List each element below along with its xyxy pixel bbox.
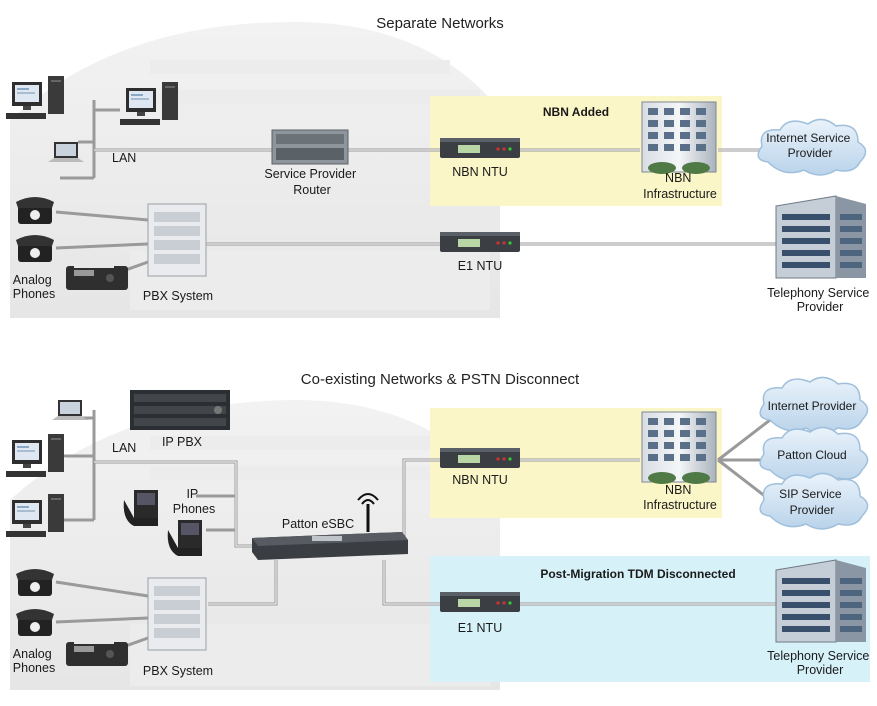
bottom-analog-phones-label: Analog Phones: [13, 647, 55, 675]
nbn-added-title: NBN Added: [543, 105, 609, 119]
top-diagram: NBN Added Separate Networks LAN Service …: [6, 15, 873, 318]
tdm-disconnected-title: Post-Migration TDM Disconnected: [540, 567, 735, 581]
bottom-pbx-label: PBX System: [143, 664, 213, 678]
top-e1-ntu-label: E1 NTU: [458, 259, 502, 273]
bottom-e1-ntu-icon: [440, 592, 520, 612]
top-nbn-ntu-label: NBN NTU: [452, 165, 508, 179]
patton-cloud-label: Patton Cloud: [777, 448, 846, 462]
top-analog-phones-label: Analog Phones: [13, 273, 55, 301]
bottom-lan-label: LAN: [112, 441, 136, 455]
sip-provider-cloud-icon: [759, 472, 869, 530]
bottom-nbn-infrastructure-icon: [641, 411, 717, 485]
telephony-provider-building-icon: [775, 195, 867, 279]
ip-phone-icon: [123, 490, 158, 526]
internet-provider-label: Internet Provider: [768, 399, 857, 413]
desktop-computer-icon: [6, 434, 64, 477]
isp-label: Internet Service Provider: [766, 131, 853, 160]
bottom-nbn-ntu-label: NBN NTU: [452, 473, 508, 487]
analog-phone-icon: [16, 569, 54, 596]
router-label: Service Provider Router: [264, 167, 359, 197]
top-telephony-label: Telephony Service Provider: [767, 286, 873, 314]
bottom-e1-ntu-label: E1 NTU: [458, 621, 502, 635]
analog-phone-icon: [16, 609, 54, 636]
analog-phone-icon: [16, 197, 54, 224]
laptop-icon: [48, 142, 84, 162]
bottom-nbn-infra-label: NBN Infrastructure: [643, 483, 717, 512]
patton-esbc-icon: [252, 532, 408, 560]
nbn-infrastructure-icon: [641, 101, 717, 175]
bottom-diagram: Post-Migration TDM Disconnected Co-exist…: [6, 371, 873, 690]
e1-ntu-icon: [440, 232, 520, 252]
ip-pbx-label: IP PBX: [162, 435, 203, 449]
ip-phone-icon: [167, 520, 202, 556]
top-lan-label: LAN: [112, 151, 136, 165]
esbc-label: Patton eSBC: [282, 517, 354, 531]
top-title: Separate Networks: [376, 15, 504, 32]
bottom-nbn-ntu-icon: [440, 448, 520, 468]
router-icon: [271, 129, 349, 165]
ip-phones-label: IP Phones: [173, 487, 215, 516]
bottom-telephony-provider-building-icon: [775, 559, 867, 643]
bottom-telephony-label: Telephony Service Provider: [767, 649, 873, 677]
top-nbn-infra-label: NBN Infrastructure: [643, 171, 717, 201]
laptop-icon: [52, 400, 88, 420]
analog-phone-icon: [16, 235, 54, 262]
bottom-pbx-icon: [147, 577, 207, 651]
ip-pbx-icon: [130, 390, 230, 430]
sip-provider-label: SIP Service Provider: [779, 487, 845, 517]
bottom-title: Co-existing Networks & PSTN Disconnect: [301, 371, 580, 388]
top-wires: [55, 100, 780, 274]
wifi-icon: [357, 493, 379, 532]
top-pbx-label: PBX System: [143, 289, 213, 303]
pbx-icon: [147, 203, 207, 277]
nbn-ntu-icon: [440, 138, 520, 158]
